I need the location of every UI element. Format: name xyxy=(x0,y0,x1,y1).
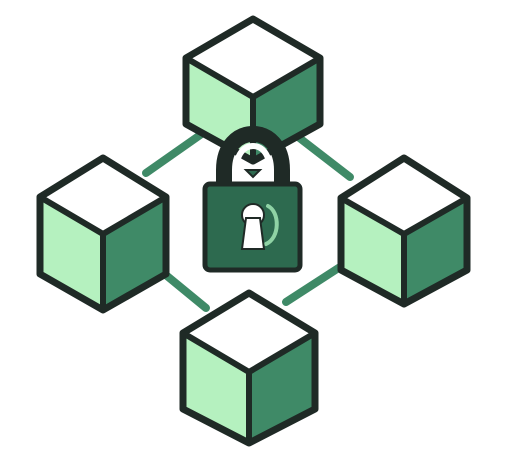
padlock-shackle xyxy=(216,125,290,194)
padlock-icon xyxy=(202,125,303,273)
connector-top-left xyxy=(142,129,207,177)
padlock-highlight xyxy=(264,204,279,246)
block-left xyxy=(36,154,170,314)
padlock-shackle-inner xyxy=(233,142,273,189)
connector-top-right xyxy=(289,129,354,181)
block-bottom xyxy=(179,289,319,447)
keyhole-icon xyxy=(240,203,266,250)
block-right xyxy=(337,154,471,308)
padlock-shackle-notch xyxy=(243,169,263,179)
